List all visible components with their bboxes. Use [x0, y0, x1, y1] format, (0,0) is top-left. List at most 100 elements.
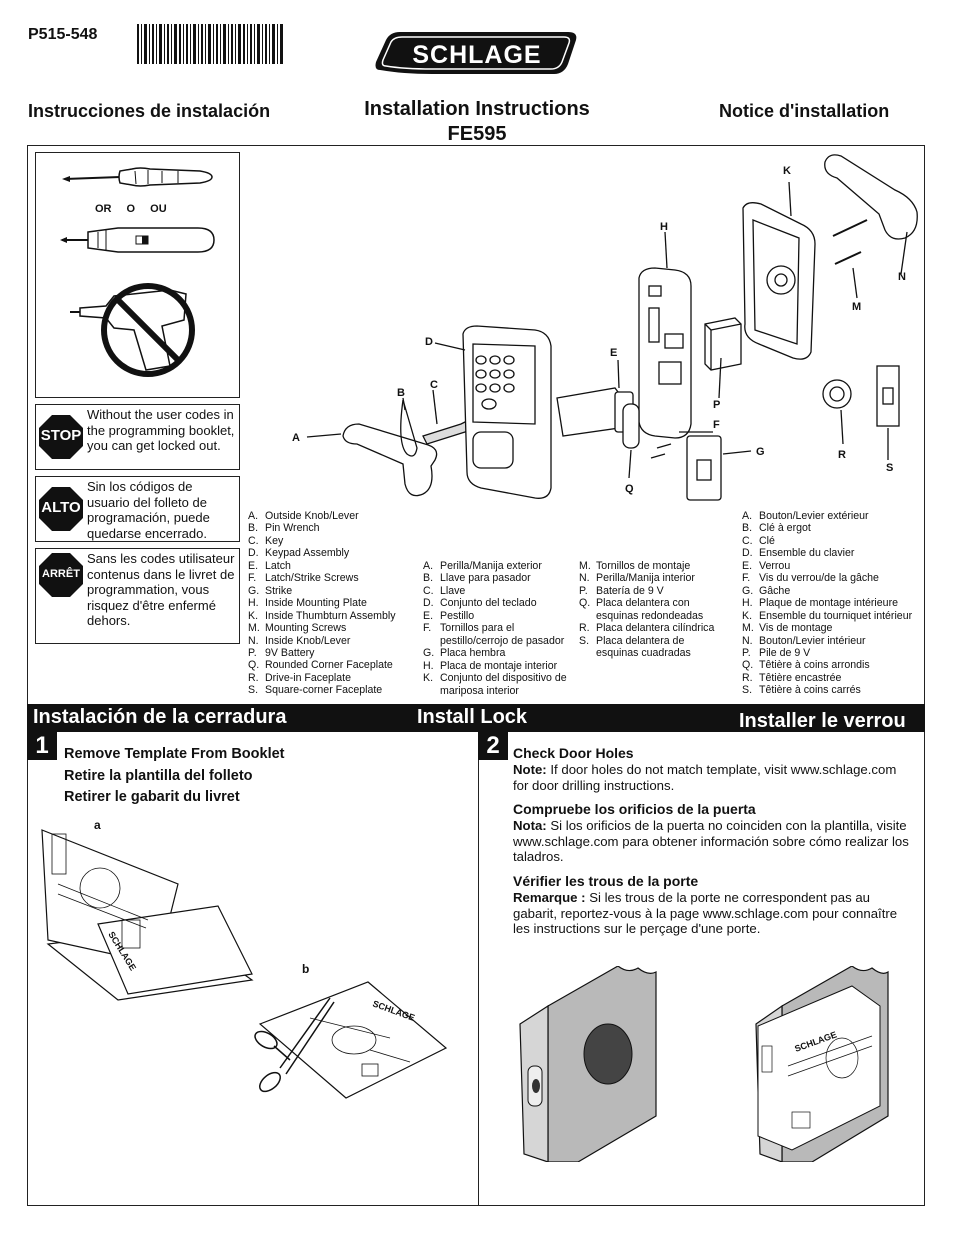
- step1-heading-en: Remove Template From Booklet: [64, 746, 285, 762]
- parts-es1-item: A.Perilla/Manija exterior: [423, 560, 567, 572]
- parts-fr-item: B. Clé à ergot: [742, 522, 912, 534]
- parts-fr-item-text: Verrou: [759, 559, 791, 572]
- parts-en-item: K.Inside Thumbturn Assembly: [248, 610, 396, 622]
- step1-heading-es: Retire la plantilla del folleto: [64, 768, 253, 784]
- parts-fr-item-text: Pile de 9 V: [759, 646, 811, 659]
- door-template-illustration: SCHLAGE: [755, 966, 889, 1162]
- parts-fr-item-text: Gâche: [759, 584, 791, 597]
- parts-en-item-text: Keypad Assembly: [265, 547, 350, 560]
- parts-fr-item-key: H.: [742, 597, 753, 610]
- parts-en-item-text: Inside Knob/Lever: [265, 634, 351, 647]
- parts-en-item: B.Pin Wrench: [248, 522, 396, 534]
- parts-fr-item-key: C.: [742, 534, 753, 547]
- component-label-a: A: [292, 432, 300, 444]
- cut-template-illustration: SCHLAGE: [254, 981, 448, 1099]
- parts-fr-item: P.Pile de 9 V: [742, 647, 912, 659]
- component-label-r: R: [838, 449, 846, 461]
- parts-en-item-text: Mounting Screws: [265, 622, 347, 635]
- parts-es1-item-text: Conjunto del teclado: [440, 597, 537, 610]
- parts-en-item-key: N.: [248, 634, 259, 647]
- parts-es1-item: H.Placa de montaje interior: [423, 660, 567, 672]
- banner-spanish: Instalación de la cerradura: [33, 706, 287, 728]
- page-frame: [27, 145, 925, 1206]
- parts-fr-item: A. Bouton/Levier extérieur: [742, 510, 912, 522]
- parts-es1-item: pestillo/cerrojo de pasador: [423, 635, 567, 647]
- step2-note-es: Nota: Si los orificios de la puerta no c…: [513, 818, 913, 865]
- parts-fr-item-text: Plaque de montage intérieure: [759, 597, 898, 610]
- parts-en-item: D.Keypad Assembly: [248, 547, 396, 559]
- parts-en-item-key: A.: [248, 510, 259, 522]
- banner-french: Installer le verrou: [739, 710, 906, 732]
- parts-en-item-key: G.: [248, 584, 260, 597]
- parts-es2-item: M.Tornillos de montaje: [579, 560, 714, 572]
- inside-mounting-plate-drawing: [638, 267, 692, 439]
- parts-fr-item-text: Vis de montage: [759, 622, 833, 635]
- door-holes-illustration: [519, 966, 657, 1162]
- parts-es1-item-text: Tornillos para el: [440, 622, 515, 635]
- schlage-logo: SCHLAGE: [375, 32, 577, 74]
- step2-french-block: Vérifier les trous de la porte Remarque …: [513, 873, 913, 937]
- booklet-illustration: SCHLAGE: [41, 829, 254, 1001]
- parts-es2-item-text: esquinas cuadradas: [596, 647, 691, 660]
- stop-sign-icon: [39, 415, 83, 459]
- parts-fr-item: N. Bouton/Levier intérieur: [742, 635, 912, 647]
- outside-lever-drawing: [342, 423, 438, 497]
- warning-text-fr: Sans les codes utilisateur contenus dans…: [87, 551, 235, 628]
- parts-es1-item: F.Tornillos para el: [423, 622, 567, 634]
- parts-fr-item-key: E.: [742, 559, 753, 572]
- parts-fr-item-key: A.: [742, 510, 753, 522]
- parts-fr-item-key: Q.: [742, 659, 754, 672]
- parts-es2-item-text: Placa delantera con: [596, 597, 690, 610]
- components-diagram: A B C D E F G H K M N P Q R S: [292, 154, 918, 501]
- step2-note-fr: Remarque : Si les trous de la porte ne c…: [513, 890, 913, 937]
- note-label-es: Nota:: [513, 817, 547, 833]
- parts-en-item: Q.Rounded Corner Faceplate: [248, 659, 396, 671]
- component-label-m: M: [852, 301, 861, 313]
- parts-en-item-text: 9V Battery: [265, 646, 315, 659]
- parts-en-item: G.Strike: [248, 585, 396, 597]
- battery-drawing: [704, 317, 742, 371]
- component-label-p: P: [713, 399, 720, 411]
- warning-text-en: Without the user codes in the programmin…: [87, 407, 235, 453]
- logo-text: SCHLAGE: [412, 41, 541, 69]
- parts-fr-item-text: Bouton/Levier extérieur: [759, 510, 869, 522]
- title-main: Installation Instructions: [364, 98, 590, 120]
- title-spanish: Instrucciones de instalación: [28, 101, 271, 121]
- parts-es1-item: G.Placa hembra: [423, 647, 567, 659]
- parts-fr-item-key: N.: [742, 634, 753, 647]
- stop-sign-text: STOP: [40, 427, 82, 444]
- parts-fr-item: E. Verrou: [742, 560, 912, 572]
- component-label-k: K: [783, 165, 791, 177]
- alto-sign-text: ALTO: [41, 499, 81, 516]
- keypad-assembly-drawing: [462, 325, 552, 499]
- parts-fr-item-text: Clé à ergot: [759, 522, 811, 535]
- strike-drawing: [686, 435, 722, 501]
- parts-en-item-key: F.: [248, 572, 257, 585]
- parts-es1-item-text: Pestillo: [440, 609, 475, 622]
- parts-en-item: S.Square-corner Faceplate: [248, 684, 396, 696]
- parts-fr-item-key: D.: [742, 547, 753, 560]
- parts-en-item-key: M.: [248, 622, 260, 635]
- parts-fr-item-key: G.: [742, 584, 754, 597]
- parts-fr-item: R.Têtière encastrée: [742, 672, 912, 684]
- parts-en-item-key: K.: [248, 609, 259, 622]
- section-banner: Instalación de la cerradura Install Lock…: [27, 704, 925, 732]
- column-divider: [478, 732, 479, 1206]
- banner-english: Install Lock: [417, 706, 528, 728]
- tools-panel: [35, 152, 240, 398]
- parts-fr-item-key: B.: [742, 522, 753, 535]
- parts-en-item-key: Q.: [248, 659, 260, 672]
- parts-fr-item-text: Vis du verrou/de la gâche: [759, 572, 879, 585]
- parts-en-item-key: E.: [248, 559, 259, 572]
- or-label: OR O OU: [95, 203, 167, 215]
- alto-sign-icon: [39, 487, 83, 531]
- parts-es2-item-key: M.: [579, 560, 591, 572]
- parts-en-item-key: C.: [248, 534, 259, 547]
- parts-es2-item-text: Perilla/Manija interior: [596, 572, 695, 585]
- parts-es1-item-key: C.: [423, 584, 434, 597]
- parts-en-item-text: Drive-in Faceplate: [265, 671, 351, 684]
- pin-wrench-drawing: [400, 399, 418, 457]
- parts-fr-item-text: Bouton/Levier intérieur: [759, 634, 866, 647]
- note-label-en: Note:: [513, 761, 547, 777]
